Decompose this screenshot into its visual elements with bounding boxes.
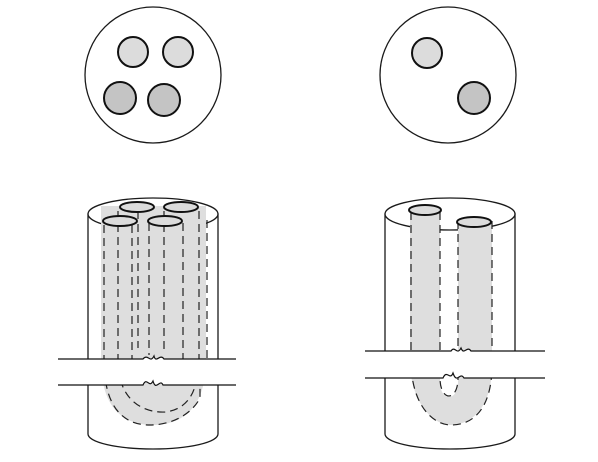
- right-wire-top-edge: [365, 346, 545, 352]
- left-wire-bottom-edge: [58, 379, 236, 386]
- left-cross-section: [84, 6, 222, 144]
- left-cross-section-circle-4: [147, 83, 181, 117]
- right-cylinder: [365, 197, 545, 450]
- right-cylinder-top: [384, 197, 516, 231]
- right-tube-opening-2: [456, 216, 492, 228]
- right-cross-section-boundary: [379, 6, 517, 144]
- left-tube-opening-1: [119, 201, 155, 213]
- right-tube-inner-wall: [439, 212, 459, 397]
- left-cross-section-boundary: [84, 6, 222, 144]
- right-cross-section: [379, 6, 517, 144]
- left-tube-opening-3: [102, 215, 138, 227]
- left-cross-section-circle-3: [103, 81, 137, 115]
- left-tube-opening-4: [147, 215, 183, 227]
- left-wire-band-fill: [58, 356, 236, 386]
- right-tube-outer-wall: [410, 212, 493, 426]
- left-cross-section-circle-2: [162, 36, 194, 68]
- right-wire-band-fill: [365, 348, 545, 379]
- left-cross-section-circle-1: [117, 36, 149, 68]
- left-cylinder: [58, 197, 236, 450]
- right-cross-section-circle-1: [411, 37, 443, 69]
- left-tube-outer-wall-left: [103, 225, 201, 426]
- left-tube-opening-2: [163, 201, 199, 213]
- right-wire-bottom-edge: [365, 371, 545, 379]
- right-tube-opening-1: [408, 204, 442, 216]
- right-cross-section-circle-2: [457, 81, 491, 115]
- left-wire-top-edge: [58, 354, 236, 360]
- left-tube-bundle-fill: [101, 206, 206, 425]
